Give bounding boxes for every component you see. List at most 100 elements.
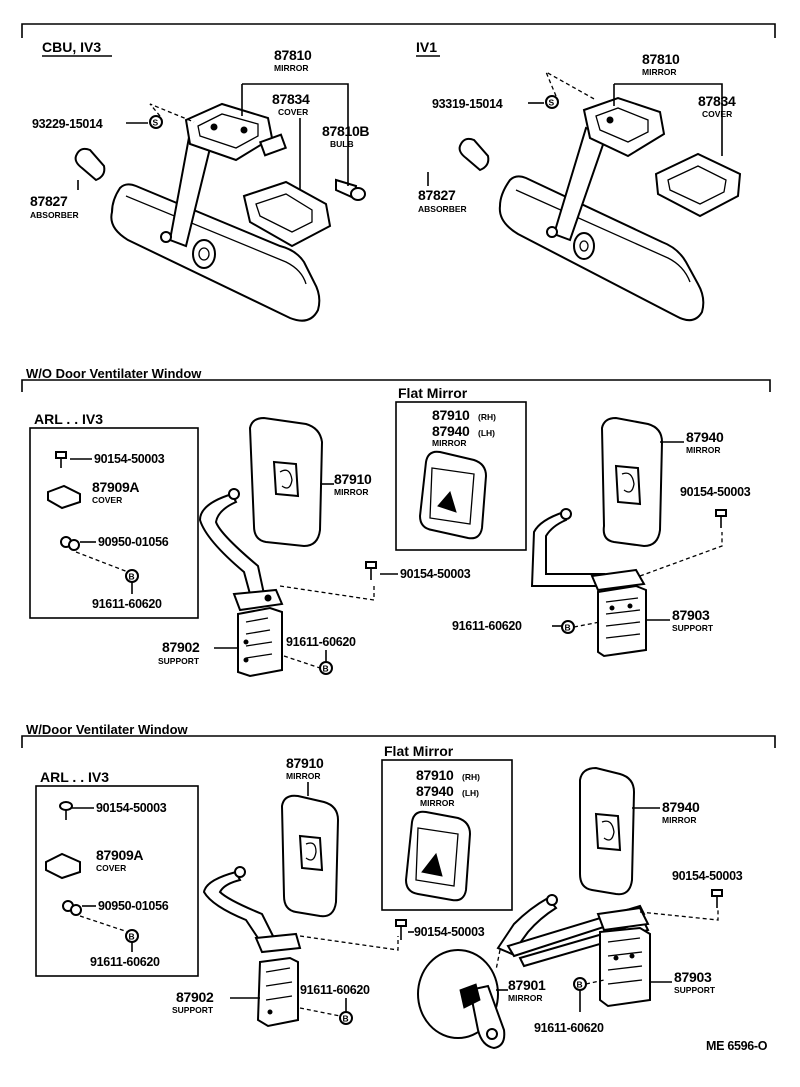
outer-mirror-87940-middle [600,416,664,548]
screw-90154-bottom-center-icon [395,919,407,940]
cover-right [654,152,742,218]
outer-mirror-87940-bottom [579,766,636,896]
screw-90154-bottom-right-icon [711,889,723,908]
svg-text:SUPPORT: SUPPORT [672,623,714,633]
flat-mirror-title-bottom: Flat Mirror [384,743,454,759]
label-87909a-bottom: 87909A [96,847,143,863]
svg-text:BULB: BULB [330,139,354,149]
svg-text:MIRROR: MIRROR [662,815,696,825]
middle-section-frame [21,379,771,392]
cover-87909a-bottom-icon [45,852,81,880]
mirror-arm-bottom-right [496,894,651,1008]
screw-90154-middle-icon [365,561,377,580]
svg-text:COVER: COVER [96,863,126,873]
label-90950-middle: 90950-01056 [98,535,169,549]
top-left-title: CBU, IV3 [42,39,101,55]
svg-text:B: B [343,1014,349,1024]
cover-left [242,180,332,248]
round-mirror-87901 [417,949,506,1050]
label-87902-bottom: 87902 [176,989,214,1005]
inner-mirror-right [498,96,705,322]
label-87910-bottom: 87910 [286,755,324,771]
svg-text:MIRROR: MIRROR [334,487,368,497]
flat-mirror-middle-icon [418,450,488,540]
absorber-right-icon [458,137,490,172]
svg-text:MIRROR: MIRROR [274,63,308,73]
inner-mirror-left [110,102,321,322]
label-87940-middle: 87940 [686,429,724,445]
svg-text:MIRROR: MIRROR [432,438,466,448]
label-87901: 87901 [508,977,546,993]
label-87940-bottom: 87940 [662,799,700,815]
label-87910-flat-middle: 87910 [432,407,470,423]
arl-box-bottom [35,785,199,977]
label-87810-right: 87810 [642,51,680,67]
screw-s-left [149,115,163,129]
mirror-arm-middle-left [198,488,284,678]
svg-text:MIRROR: MIRROR [420,798,454,808]
cover-87909a-icon [47,484,81,510]
screw-s-right [545,95,559,109]
svg-text:COVER: COVER [92,495,122,505]
svg-text:SUPPORT: SUPPORT [172,1005,214,1015]
bottom-section-title: W/Door Ventilater Window [26,722,189,737]
svg-text:(RH): (RH) [478,412,496,422]
arl-title-middle: ARL . . IV3 [34,411,103,427]
outer-mirror-87910-bottom [280,794,340,918]
label-90950-bottom: 90950-01056 [98,899,169,913]
svg-text:S: S [549,98,555,108]
screw-icon [55,451,67,468]
outer-mirror-87910-middle [248,416,324,548]
svg-text:ABSORBER: ABSORBER [30,210,79,220]
label-91611-arl-bottom: 91611-60620 [90,955,160,969]
svg-text:B: B [565,623,571,633]
label-87902-middle: 87902 [162,639,200,655]
svg-text:COVER: COVER [278,107,308,117]
label-87810b: 87810B [322,123,369,139]
arl-box-middle [29,427,199,619]
svg-text:S: S [153,118,159,128]
top-section-frame [21,23,776,38]
label-93319: 93319-15014 [432,97,503,111]
screw-90154-middle-right-icon [715,509,727,528]
svg-text:B: B [577,980,583,990]
middle-section-title: W/O Door Ventilater Window [26,366,202,381]
bulb-icon [335,178,366,201]
document-code: ME 6596-O [706,1039,768,1053]
svg-text:(RH): (RH) [462,772,480,782]
svg-text:B: B [129,572,135,582]
label-91611-middle-right: 91611-60620 [452,619,522,633]
nut-icon-bottom [62,900,82,916]
label-90154-arl-middle: 90154-50003 [94,452,165,466]
label-87834-right: 87834 [698,93,736,109]
svg-text:COVER: COVER [702,109,732,119]
label-90154-bottom-right: 90154-50003 [672,869,743,883]
label-90154-bottom-center: 90154-50003 [414,925,485,939]
label-87810-left: 87810 [274,47,312,63]
label-87940-flat-bottom: 87940 [416,783,454,799]
label-91611-bottom-right: 91611-60620 [534,1021,604,1035]
label-87827-right: 87827 [418,187,456,203]
label-87903-middle: 87903 [672,607,710,623]
flat-mirror-box-bottom [381,759,513,911]
label-87940-flat-middle: 87940 [432,423,470,439]
screw-icon-bottom [59,801,73,820]
label-90154-arl-bottom: 90154-50003 [96,801,167,815]
svg-text:(LH): (LH) [462,788,479,798]
label-87910-middle: 87910 [334,471,372,487]
label-91611-arl-middle: 91611-60620 [92,597,162,611]
top-right-title: IV1 [416,39,437,55]
bottom-section-frame [21,735,776,748]
svg-text:MIRROR: MIRROR [686,445,720,455]
label-91611-bottom-left: 91611-60620 [300,983,370,997]
svg-text:B: B [323,664,329,674]
svg-text:MIRROR: MIRROR [286,771,320,781]
label-90154-middle-center: 90154-50003 [400,567,471,581]
flat-mirror-title-middle: Flat Mirror [398,385,468,401]
absorber-left-icon [74,147,106,182]
label-87910-flat-bottom: 87910 [416,767,454,783]
svg-text:MIRROR: MIRROR [642,67,676,77]
svg-text:SUPPORT: SUPPORT [158,656,200,666]
